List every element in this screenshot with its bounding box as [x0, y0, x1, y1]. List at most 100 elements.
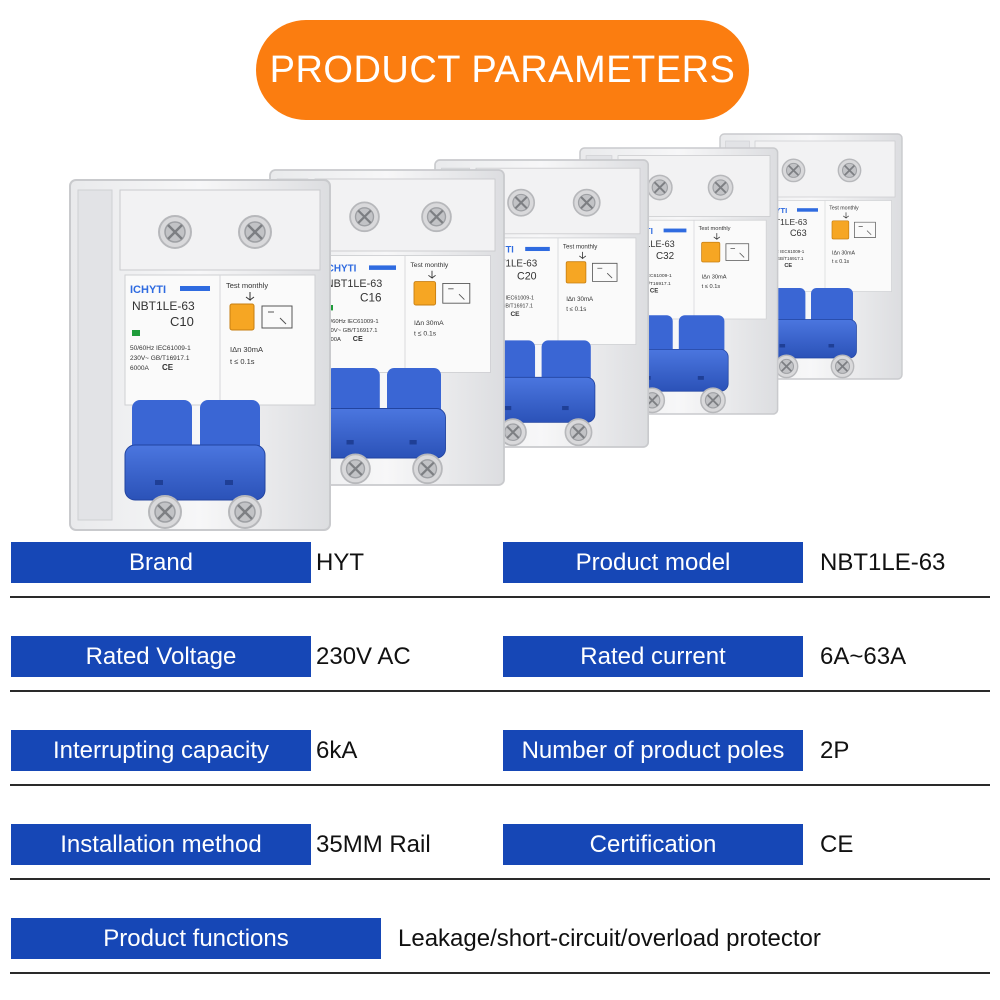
- brand-value: HYT: [316, 548, 364, 576]
- ce-mark: CE: [162, 363, 174, 372]
- title-banner: PRODUCT PARAMETERS: [256, 20, 749, 120]
- breaker-spec: 6000A: [130, 365, 149, 372]
- screw-icon: [147, 494, 183, 530]
- test-button: [831, 220, 850, 240]
- screw-icon: [646, 174, 673, 201]
- breaker-spec: 230V~ GB/T16917.1: [130, 355, 190, 362]
- breaker-rating: C20: [517, 271, 537, 283]
- handle-bar: [124, 444, 266, 501]
- breaker-spec: 6000A: [324, 337, 341, 343]
- breaker-model: NBT1LE-63: [763, 217, 807, 227]
- certification-value: CE: [820, 830, 854, 858]
- breaker-rating: C16: [360, 291, 381, 304]
- handle-notch: [697, 376, 704, 380]
- ce-mark: CE: [353, 334, 363, 343]
- interrupting-capacity-value: 6kA: [316, 736, 358, 764]
- row-divider: [10, 596, 990, 598]
- breaker-spec: 50/60Hz IEC61009-1: [762, 249, 805, 254]
- screw-icon: [837, 158, 862, 183]
- breaker-model: NBT1LE-63: [326, 278, 382, 290]
- brand-bar: [180, 286, 210, 291]
- rated-voltage-value: 230V AC: [316, 642, 411, 670]
- brand-bar: [797, 208, 818, 212]
- product-functions-label: Product functions: [11, 918, 381, 959]
- screw-icon: [411, 453, 444, 485]
- product-poles-label: Number of product poles: [503, 730, 803, 771]
- arrow-down-icon: [428, 270, 436, 279]
- top-terminal-block: [314, 178, 496, 252]
- rated-voltage-label: Rated Voltage: [11, 636, 311, 677]
- test-monthly-label: Test monthly: [410, 262, 449, 269]
- breaker-brand: ICHYTI: [130, 284, 166, 296]
- breaker-rating: C63: [790, 228, 807, 238]
- handle-bar: [319, 408, 446, 459]
- leakage-rating: IΔn 30mA: [414, 320, 444, 327]
- breaker-spec: 230V~ GB/T16917.1: [324, 328, 377, 334]
- rated-current-value: 6A~63A: [820, 642, 907, 670]
- row-divider: [10, 690, 990, 692]
- interrupting-capacity-label: Interrupting capacity: [11, 730, 311, 771]
- screw-icon: [830, 354, 855, 379]
- handle-notch: [562, 406, 569, 411]
- test-button: [413, 281, 437, 306]
- handle-notch: [409, 440, 417, 445]
- installation-method-value: 35MM Rail: [316, 830, 431, 858]
- breaker-spec: 230V~ GB/T16917.1: [484, 304, 533, 310]
- handle-notch: [779, 344, 786, 348]
- installation-method-label: Installation method: [11, 824, 311, 865]
- screw-icon: [348, 201, 381, 233]
- breaker-spec: 50/60Hz IEC61009-1: [130, 345, 191, 352]
- screw-icon: [707, 174, 734, 201]
- arrow-down-icon: [842, 212, 850, 219]
- screw-icon: [774, 354, 799, 379]
- brand-bar: [525, 246, 550, 252]
- test-monthly-label: Test monthly: [226, 281, 268, 290]
- arrow-down-icon: [245, 292, 255, 301]
- product-functions-value: Leakage/short-circuit/overload protector: [398, 924, 821, 952]
- ce-mark: CE: [650, 287, 658, 294]
- handle-notch: [155, 480, 163, 485]
- status-led: [132, 330, 140, 336]
- arrow-down-icon: [579, 251, 587, 260]
- screw-icon: [506, 188, 536, 217]
- breaker-spec: 50/60Hz IEC61009-1: [324, 319, 379, 325]
- leakage-rating: IΔn 30mA: [702, 275, 727, 281]
- circuit-diagram-icon: [261, 305, 293, 329]
- arrow-down-icon: [713, 233, 721, 240]
- screw-icon: [237, 214, 273, 250]
- brand-bar: [369, 265, 396, 270]
- circuit-diagram-icon: [725, 243, 750, 261]
- screw-icon: [699, 387, 727, 414]
- test-button: [701, 241, 721, 263]
- page-title: PRODUCT PARAMETERS: [269, 48, 736, 91]
- leakage-rating: IΔn 30mA: [230, 345, 263, 354]
- handle-notch: [225, 480, 233, 485]
- brand-bar: [663, 228, 687, 233]
- product-model-value: NBT1LE-63: [820, 548, 946, 576]
- handle-notch: [346, 440, 354, 445]
- product-poles-value: 2P: [820, 736, 850, 764]
- circuit-diagram-icon: [854, 221, 876, 238]
- breaker-rating: C10: [170, 314, 194, 329]
- screw-icon: [572, 188, 601, 217]
- breaker-model: NBT1LE-63: [486, 259, 538, 270]
- breaker-spec: 230V~ GB/T16917.1: [762, 256, 804, 261]
- screw-icon: [157, 214, 193, 250]
- test-monthly-label: Test monthly: [563, 244, 598, 251]
- screw-icon: [781, 158, 806, 183]
- row-divider: [10, 784, 990, 786]
- handle-notch: [828, 344, 835, 348]
- trip-time: t ≤ 0.1s: [230, 357, 255, 366]
- breaker-rating: C32: [656, 251, 674, 262]
- product-model-label: Product model: [503, 542, 803, 583]
- ce-mark: CE: [784, 263, 792, 269]
- din-rail-clip: [77, 189, 113, 521]
- trip-time: t ≤ 0.1s: [832, 259, 850, 265]
- brand-label: Brand: [11, 542, 311, 583]
- screw-icon: [339, 453, 372, 485]
- leakage-rating: IΔn 30mA: [566, 296, 594, 303]
- screw-icon: [420, 201, 453, 233]
- breaker-model: NBT1LE-63: [132, 299, 195, 313]
- handle-notch: [504, 406, 512, 411]
